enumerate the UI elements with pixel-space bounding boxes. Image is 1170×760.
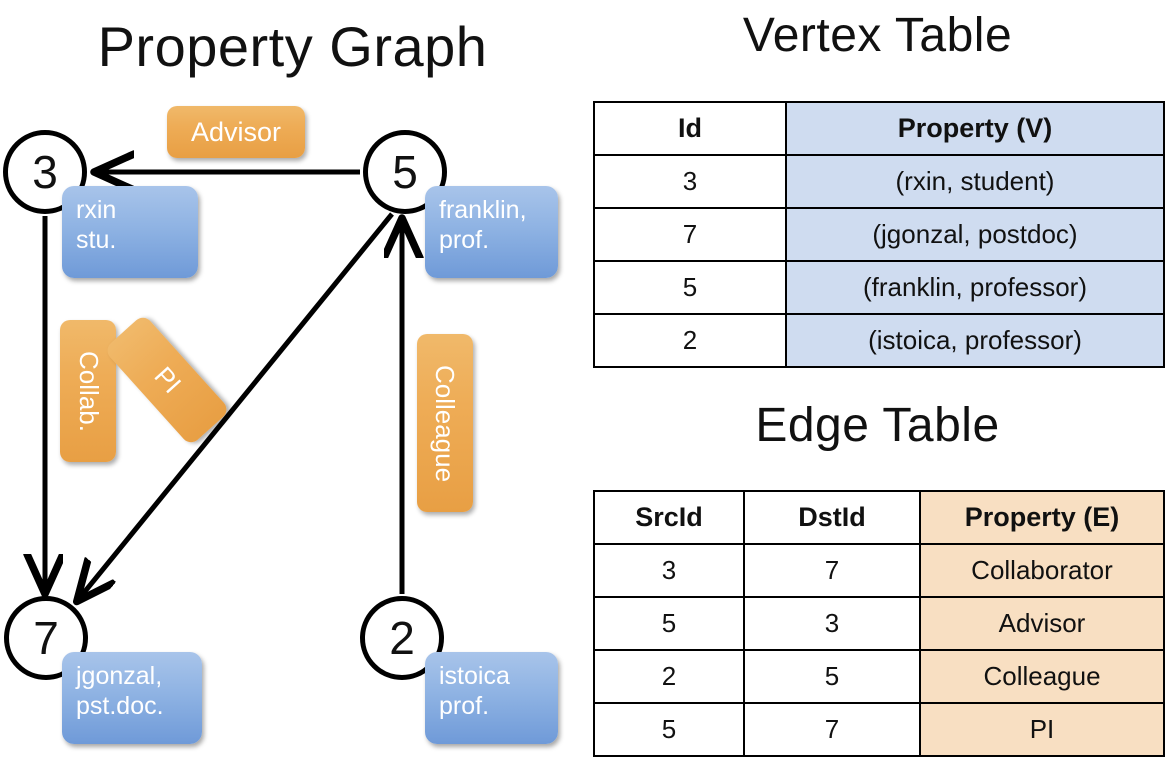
table-row: 3 7 Collaborator [593, 543, 1165, 598]
graph-node-2[interactable]: 2 [360, 596, 444, 680]
edge-cell-srcid: 2 [593, 649, 745, 704]
table-row: 3 (rxin, student) [593, 154, 1165, 209]
vertex-cell-property: (franklin, professor) [785, 260, 1165, 315]
node-property-box-istoica: istoica prof. [425, 652, 558, 744]
edge-cell-dstid: 7 [743, 702, 921, 757]
graph-node-5[interactable]: 5 [363, 130, 447, 214]
edge-table: SrcId DstId Property (E) 3 7 Collaborato… [593, 490, 1165, 757]
vertex-table: Id Property (V) 3 (rxin, student) 7 (jgo… [593, 101, 1165, 368]
table-row: 5 7 PI [593, 702, 1165, 757]
edge-label-colleague-text: Colleague [430, 364, 461, 482]
page-title-property-graph: Property Graph [97, 15, 488, 78]
vertex-cell-property: (rxin, student) [785, 154, 1165, 209]
table-row: 7 (jgonzal, postdoc) [593, 207, 1165, 262]
edge-label-colleague: Colleague [417, 334, 473, 512]
vertex-table-header-row: Id Property (V) [593, 101, 1165, 156]
edge-label-advisor-text: Advisor [190, 116, 282, 147]
edge-table-header-srcid: SrcId [593, 490, 745, 545]
edge-cell-property: Colleague [919, 649, 1165, 704]
page-title-vertex-table: Vertex Table [742, 9, 1013, 62]
edge-cell-property: Advisor [919, 596, 1165, 651]
edge-table-header-dstid: DstId [743, 490, 921, 545]
edge-table-header-property: Property (E) [919, 490, 1165, 545]
edge-cell-srcid: 3 [593, 543, 745, 598]
edge-cell-srcid: 5 [593, 702, 745, 757]
table-row: 5 3 Advisor [593, 596, 1165, 651]
graph-edge-arrows [0, 0, 585, 760]
node-property-box-franklin: franklin, prof. [425, 186, 558, 278]
page-title-edge-table: Edge Table [755, 399, 1000, 452]
table-row: 5 (franklin, professor) [593, 260, 1165, 315]
vertex-cell-id: 3 [593, 154, 787, 209]
vertex-table-header-id: Id [593, 101, 787, 156]
vertex-cell-id: 2 [593, 313, 787, 368]
property-graph-diagram: 3 5 7 2 rxin stu. franklin, prof. jgonza… [0, 0, 585, 760]
edge-label-pi-text: PI [147, 360, 187, 399]
edge-cell-dstid: 7 [743, 543, 921, 598]
edge-label-advisor: Advisor [167, 106, 305, 158]
edge-arrow-pi [78, 212, 394, 600]
edge-cell-property: Collaborator [919, 543, 1165, 598]
table-row: 2 (istoica, professor) [593, 313, 1165, 368]
node-property-box-rxin: rxin stu. [62, 186, 198, 278]
vertex-cell-property: (istoica, professor) [785, 313, 1165, 368]
node-property-box-jgonzal: jgonzal, pst.doc. [62, 652, 202, 744]
edge-cell-property: PI [919, 702, 1165, 757]
vertex-cell-id: 5 [593, 260, 787, 315]
edge-label-collab-text: Collab. [73, 350, 104, 432]
vertex-cell-property: (jgonzal, postdoc) [785, 207, 1165, 262]
table-row: 2 5 Colleague [593, 649, 1165, 704]
edge-label-collab: Collab. [60, 320, 116, 462]
vertex-cell-id: 7 [593, 207, 787, 262]
edge-table-header-row: SrcId DstId Property (E) [593, 490, 1165, 545]
edge-cell-dstid: 5 [743, 649, 921, 704]
vertex-table-header-property: Property (V) [785, 101, 1165, 156]
edge-cell-dstid: 3 [743, 596, 921, 651]
edge-cell-srcid: 5 [593, 596, 745, 651]
